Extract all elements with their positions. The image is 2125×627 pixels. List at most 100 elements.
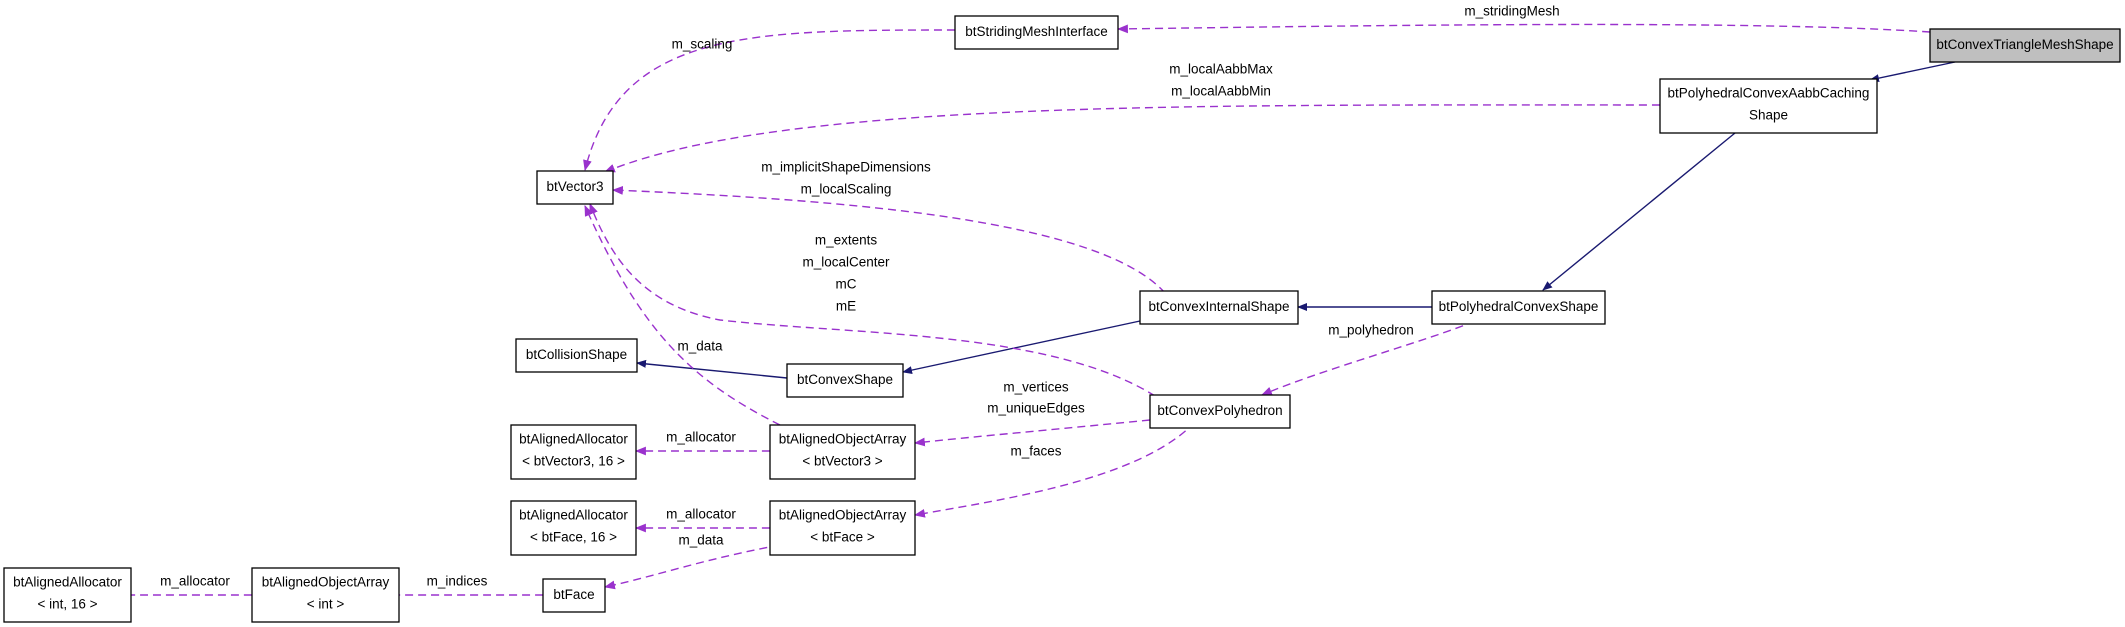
edge-member-m-scaling (583, 29, 956, 172)
node-label: btPolyhedralConvexShape (1439, 299, 1599, 314)
node-label: btConvexPolyhedron (1157, 403, 1282, 418)
node-label: btAlignedObjectArray (262, 575, 390, 590)
edge-label-line: m_vertices (1003, 380, 1069, 395)
edge-member-m-faces (913, 421, 1196, 518)
node-box (515, 338, 638, 373)
node-box (769, 500, 916, 556)
edge-label-line: m_extents (815, 233, 878, 248)
node-label: btFace (553, 587, 594, 602)
edge-member-m-vertices (913, 419, 1151, 447)
node-label: < btFace, 16 > (530, 530, 617, 545)
node-box (1149, 394, 1291, 429)
edge-inherit-convexshape-to-collision (636, 359, 788, 379)
edge-inherit-triangle-to-aabbcaching (1869, 61, 1956, 83)
edge-label-m-polyhedron: m_polyhedron (1328, 323, 1414, 338)
node-box (3, 567, 132, 623)
edge-label-m-faces: m_faces (1010, 444, 1061, 459)
edge-member-m-data-vec (584, 204, 781, 426)
edge-label-m-localaabb: m_localAabbMax m_localAabbMin (1169, 62, 1273, 99)
node-label: btPolyhedralConvexAabbCaching (1668, 86, 1870, 101)
edge-member-m-extents (589, 202, 1156, 397)
node-label: btAlignedAllocator (519, 508, 628, 523)
edge-inherit-aabbcaching-to-polyhedral (1542, 132, 1736, 291)
edge-label-line: m_localAabbMax (1169, 62, 1273, 77)
edge-label-line: m_implicitShapeDimensions (761, 160, 931, 175)
node-btcollisionshape[interactable]: btCollisionShape (515, 338, 638, 373)
edge-member-m-implicitshape (611, 186, 1166, 294)
edge-label-m-indices: m_indices (427, 574, 488, 589)
edge-member-m-data-face (603, 544, 781, 590)
edge-label-line: mC (836, 277, 857, 292)
node-btvector3[interactable]: btVector3 (536, 170, 614, 205)
node-label: btVector3 (546, 179, 603, 194)
edge-member-m-polyhedron (1260, 320, 1476, 396)
node-label: btConvexShape (797, 372, 893, 387)
node-label: btAlignedAllocator (519, 432, 628, 447)
node-box (786, 363, 904, 398)
node-btpolyhedralconvexshape[interactable]: btPolyhedralConvexShape (1431, 290, 1606, 325)
edge-member-m-stridingmesh (1116, 23, 1931, 34)
node-box (542, 578, 606, 613)
node-btalignedobjectarray-btface[interactable]: btAlignedObjectArray < btFace > (769, 500, 916, 556)
edge-label-line: m_allocator (666, 507, 736, 522)
node-btconvexshape[interactable]: btConvexShape (786, 363, 904, 398)
edge-label-m-implicitshape: m_implicitShapeDimensions m_localScaling (761, 160, 931, 197)
edge-label-m-allocator-int: m_allocator (160, 574, 230, 589)
edge-label-m-data-vec: m_data (677, 339, 723, 354)
edge-label-m-allocator-vec: m_allocator (666, 430, 736, 445)
node-label: Shape (1749, 108, 1788, 123)
edge-label-line: m_indices (427, 574, 488, 589)
node-btconvexinternalshape[interactable]: btConvexInternalShape (1139, 290, 1299, 325)
edge-label-line: m_stridingMesh (1464, 4, 1559, 19)
edge-label-m-vertices: m_vertices m_uniqueEdges (987, 380, 1085, 416)
node-btpolyhedralconvexaabbcachingshape[interactable]: btPolyhedralConvexAabbCaching Shape (1659, 78, 1878, 134)
node-btconvextrianglemeshshape[interactable]: btConvexTriangleMeshShape (1929, 28, 2121, 63)
edge-label-line: m_data (677, 339, 723, 354)
node-label: < int > (307, 597, 345, 612)
edge-label-line: m_data (678, 533, 724, 548)
node-box (769, 424, 916, 480)
edge-label-line: m_localAabbMin (1171, 84, 1271, 99)
node-box (536, 170, 614, 205)
node-label: < int, 16 > (37, 597, 97, 612)
node-box (1659, 78, 1878, 134)
edge-label-line: mE (836, 299, 856, 314)
node-label: < btVector3, 16 > (522, 454, 625, 469)
node-box (510, 500, 637, 556)
edge-label-line: m_polyhedron (1328, 323, 1414, 338)
edge-label-m-allocator-face: m_allocator (666, 507, 736, 522)
edge-label-m-extents: m_extents m_localCenter mC mE (802, 233, 890, 314)
node-btalignedobjectarray-btvector3[interactable]: btAlignedObjectArray < btVector3 > (769, 424, 916, 480)
node-label: btAlignedAllocator (13, 575, 122, 590)
node-box (1139, 290, 1299, 325)
node-label: btAlignedObjectArray (779, 508, 907, 523)
edge-label-line: m_faces (1010, 444, 1061, 459)
node-btalignedallocator-btvector3[interactable]: btAlignedAllocator < btVector3, 16 > (510, 424, 637, 480)
node-label: btAlignedObjectArray (779, 432, 907, 447)
node-label: < btFace > (810, 530, 875, 545)
edge-label-line: m_localScaling (801, 182, 892, 197)
node-label: btConvexTriangleMeshShape (1936, 37, 2113, 52)
node-box (251, 567, 400, 623)
node-box (1431, 290, 1606, 325)
node-box (1929, 28, 2121, 63)
node-label: < btVector3 > (802, 454, 882, 469)
edge-label-m-scaling: m_scaling (672, 37, 733, 52)
node-btalignedallocator-int[interactable]: btAlignedAllocator < int, 16 > (3, 567, 132, 623)
edge-label-m-stridingmesh: m_stridingMesh (1464, 4, 1559, 19)
edge-label-line: m_allocator (666, 430, 736, 445)
edge-label-line: m_uniqueEdges (987, 401, 1085, 416)
node-box (954, 15, 1119, 50)
edge-label-line: m_localCenter (802, 255, 890, 270)
edge-label-line: m_scaling (672, 37, 733, 52)
node-btface[interactable]: btFace (542, 578, 606, 613)
edge-label-m-data-face: m_data (678, 533, 724, 548)
node-label: btStridingMeshInterface (965, 24, 1108, 39)
node-box (510, 424, 637, 480)
node-btstridingmeshinterface[interactable]: btStridingMeshInterface (954, 15, 1119, 50)
node-btalignedobjectarray-int[interactable]: btAlignedObjectArray < int > (251, 567, 400, 623)
node-btalignedallocator-btface[interactable]: btAlignedAllocator < btFace, 16 > (510, 500, 637, 556)
node-btconvexpolyhedron[interactable]: btConvexPolyhedron (1149, 394, 1291, 429)
edge-inherit-internal-to-convexshape (902, 320, 1141, 375)
